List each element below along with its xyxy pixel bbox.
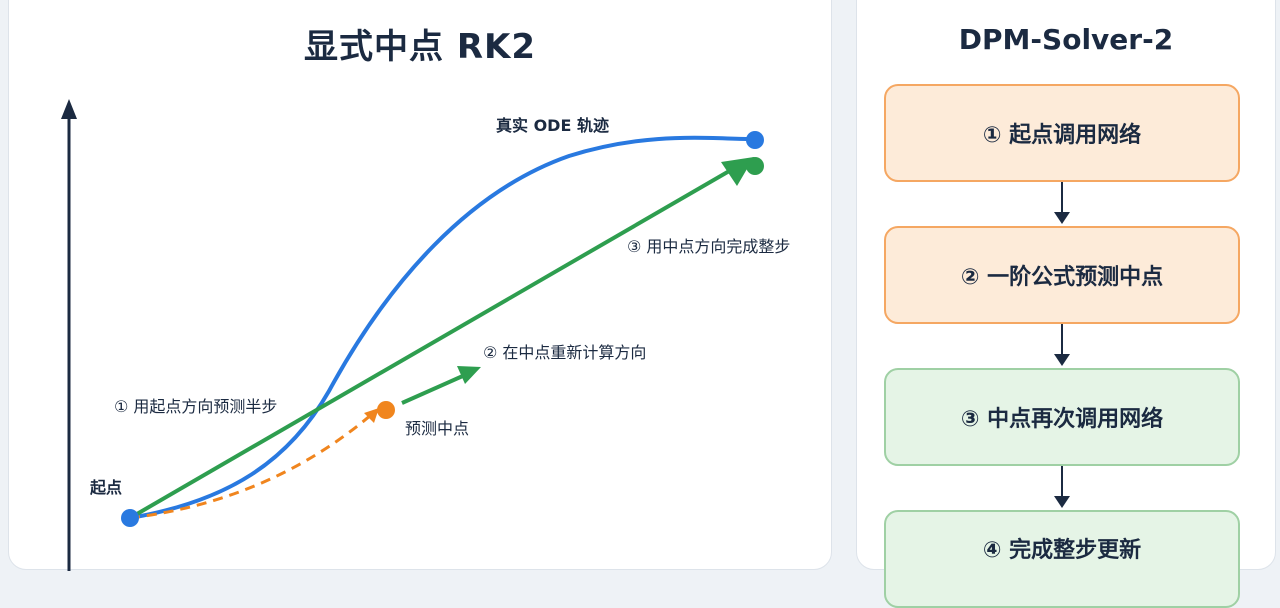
rk2-end-point — [746, 157, 764, 175]
arrow-down-icon — [1054, 324, 1070, 366]
true-ode-label: 真实 ODE 轨迹 — [496, 116, 609, 135]
step-box-2: ② 一阶公式预测中点 — [884, 226, 1240, 324]
half-step-arrow-icon — [364, 408, 379, 423]
step3-label: ③ 用中点方向完成整步 — [627, 237, 790, 256]
midpoint-point — [377, 401, 395, 419]
step-box-4: ④ 完成整步更新 — [884, 510, 1240, 608]
y-axis-arrow-icon — [61, 99, 77, 119]
full-step-arrow-icon — [721, 157, 754, 186]
start-point — [121, 509, 139, 527]
arrow-down-icon — [1054, 182, 1070, 224]
rk2-panel: 显式中点 RK2 真实 ODE 轨迹 ③ 用中点方向完成整步 ② 在中点重新计算… — [8, 0, 832, 571]
dpm-solver-panel: DPM-Solver-2 ① 起点调用网络 ② 一阶公式预测中点 ③ 中点再次调… — [856, 0, 1276, 608]
rk2-title: 显式中点 RK2 — [303, 27, 537, 67]
true-end-point — [746, 131, 764, 149]
half-step-dashed — [129, 413, 372, 520]
midpoint-label: 预测中点 — [405, 419, 469, 438]
step1-label: ① 用起点方向预测半步 — [114, 397, 277, 416]
full-step-line — [128, 168, 733, 520]
arrow-down-icon — [1054, 466, 1070, 508]
dpm-solver-title: DPM-Solver-2 — [958, 23, 1174, 56]
midpoint-direction-arrow-icon — [457, 366, 481, 384]
step2-label: ② 在中点重新计算方向 — [483, 343, 646, 362]
midpoint-direction-line — [401, 373, 466, 405]
start-label: 起点 — [89, 478, 122, 497]
step-box-3: ③ 中点再次调用网络 — [884, 368, 1240, 466]
rk2-diagram: 真实 ODE 轨迹 ③ 用中点方向完成整步 ② 在中点重新计算方向 ① 用起点方… — [61, 99, 790, 571]
step-box-1: ① 起点调用网络 — [884, 84, 1240, 182]
true-ode-curve — [128, 135, 756, 520]
